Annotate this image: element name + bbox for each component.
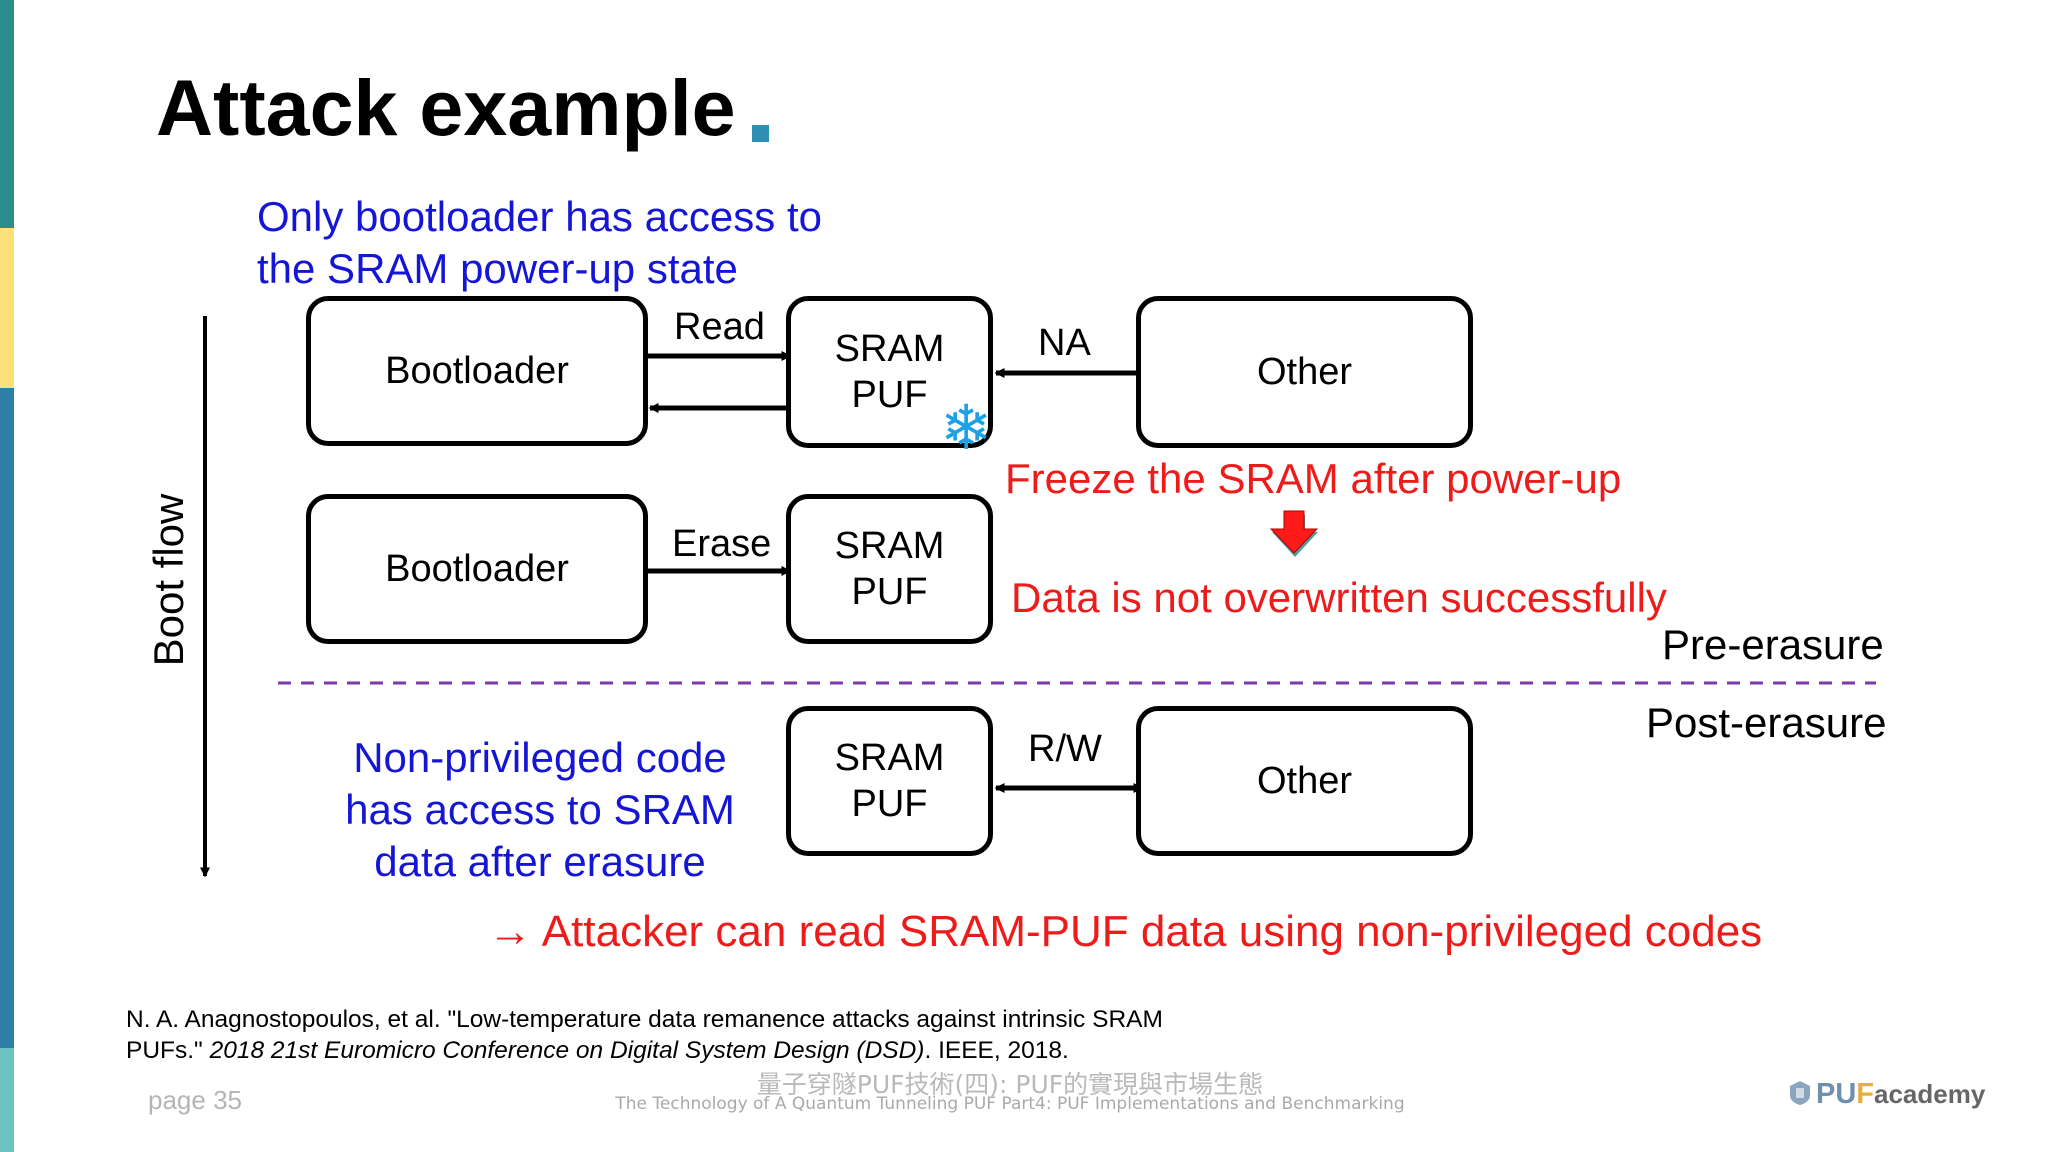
snowflake-icon: ❄ xyxy=(940,391,992,464)
reference-line-1: N. A. Anagnostopoulos, et al. "Low-tempe… xyxy=(126,1006,1163,1033)
other-label: Other xyxy=(1256,760,1353,802)
bootloader-box-top: Bootloader xyxy=(306,296,648,446)
na-label: NA xyxy=(1038,322,1091,364)
title-square-icon xyxy=(752,125,769,142)
bootloader-access-note: Only bootloader has access to the SRAM p… xyxy=(257,191,822,295)
reference-prefix: PUFs." xyxy=(126,1037,210,1064)
logo-academy: academy xyxy=(1874,1079,1986,1109)
read-label: Read xyxy=(674,306,765,348)
result-note: Data is not overwritten successfully xyxy=(1011,574,1667,621)
note-line-2: the SRAM power-up state xyxy=(257,245,738,292)
sram-label: SRAM xyxy=(834,328,945,370)
puf-label: PUF xyxy=(851,571,928,613)
bootloader-label: Bootloader xyxy=(385,350,569,392)
sram-label: SRAM xyxy=(834,737,945,779)
boot-flow-label: Boot flow xyxy=(145,493,192,667)
erase-label: Erase xyxy=(672,523,772,565)
puf-academy-logo: PUFacademy xyxy=(1788,1078,1985,1111)
other-box-top: Other xyxy=(1136,296,1473,448)
reference-suffix: . IEEE, 2018. xyxy=(924,1037,1069,1064)
puf-label: PUF xyxy=(851,783,928,825)
footer-title-en: The Technology of A Quantum Tunneling PU… xyxy=(615,1094,1405,1114)
page-number: page 35 xyxy=(148,1085,242,1115)
other-label: Other xyxy=(1256,351,1353,393)
logo-pu: PU xyxy=(1816,1078,1857,1110)
sram-puf-box-middle: SRAM PUF xyxy=(786,494,993,644)
pre-erasure-label: Pre-erasure xyxy=(1662,621,1884,668)
slide-title: Attack example xyxy=(156,63,736,152)
reference-venue: 2018 21st Euromicro Conference on Digita… xyxy=(209,1037,925,1064)
footer-title-cn: 量子穿隧PUF技術(四): PUF的實現與市場生態 xyxy=(756,1070,1264,1099)
rw-label: R/W xyxy=(1028,728,1102,770)
accent-bar-blue xyxy=(0,388,14,1048)
sram-puf-box-top: SRAM PUF xyxy=(786,296,993,448)
note-line-1: Non-privileged code xyxy=(353,734,727,781)
sram-puf-box-bottom: SRAM PUF xyxy=(786,706,993,856)
down-arrow-icon xyxy=(1269,510,1319,557)
accent-bar-teal xyxy=(0,0,14,228)
note-line-1: Only bootloader has access to xyxy=(257,193,822,240)
logo-f: F xyxy=(1856,1078,1875,1110)
puf-label: PUF xyxy=(851,374,928,416)
post-erasure-label: Post-erasure xyxy=(1646,699,1887,746)
freeze-note: Freeze the SRAM after power-up xyxy=(1005,455,1622,502)
bootloader-box-middle: Bootloader xyxy=(306,494,648,644)
logo-mark-icon xyxy=(1790,1081,1810,1105)
reference-line-2: PUFs." 2018 21st Euromicro Conference on… xyxy=(126,1037,1069,1065)
note-line-3: data after erasure xyxy=(374,838,706,885)
accent-bar-yellow xyxy=(0,228,14,388)
other-box-bottom: Other xyxy=(1136,706,1473,856)
bootloader-label: Bootloader xyxy=(385,548,569,590)
conclusion-text: → Attacker can read SRAM-PUF data using … xyxy=(488,907,1763,956)
accent-bar-aqua xyxy=(0,1048,14,1152)
sram-label: SRAM xyxy=(834,525,945,567)
non-privileged-note: Non-privileged code has access to SRAM d… xyxy=(325,732,755,888)
note-line-2: has access to SRAM xyxy=(345,786,735,833)
